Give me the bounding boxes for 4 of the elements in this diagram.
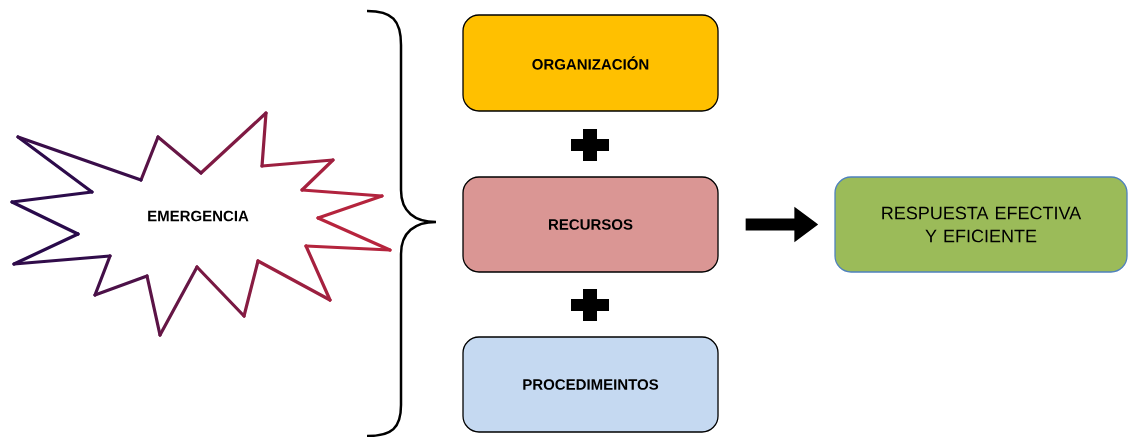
rounded-box: ORGANIZACIÓN [462, 14, 719, 112]
rounded-box: RESPUESTA EFECTIVA Y EFICIENTE [834, 176, 1128, 273]
rounded-box: RECURSOS [462, 176, 719, 273]
rounded-box: PROCEDIMEINTOS [462, 336, 719, 433]
